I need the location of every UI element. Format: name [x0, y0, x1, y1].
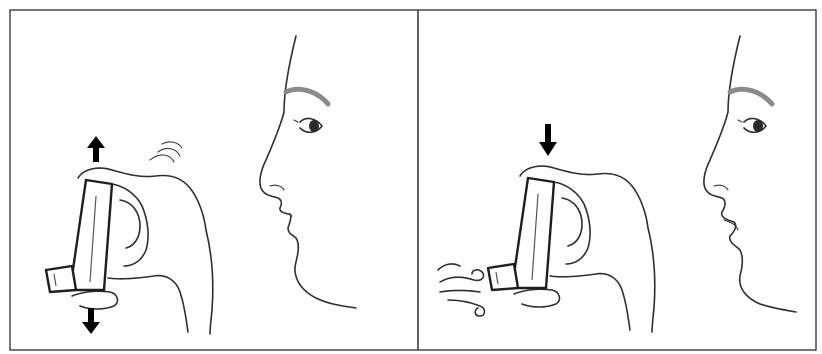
bottom-thumb: [72, 291, 117, 309]
face-profile: [704, 36, 796, 312]
inhaler-icon: [46, 180, 112, 292]
nostril: [714, 185, 728, 190]
finger-curl: [554, 182, 590, 264]
eyebrow: [286, 89, 328, 104]
finger-curl: [112, 184, 148, 266]
arrow-down-icon: [82, 308, 100, 334]
wrist: [206, 230, 213, 334]
arrow-up-icon: [87, 136, 105, 162]
face-profile: [260, 36, 356, 308]
face-outline: [704, 36, 796, 312]
figure-frame: [10, 10, 816, 350]
inhaler-mouthpiece: [46, 266, 76, 292]
panel-shake: [46, 36, 356, 334]
bottom-thumb: [514, 289, 559, 307]
index-finger: [562, 198, 582, 246]
index-finger: [120, 200, 140, 248]
eye-icon: [294, 119, 322, 133]
inhaler-icon: [488, 178, 554, 290]
nostril: [270, 185, 284, 190]
face-outline: [260, 36, 356, 308]
palm-lower: [550, 274, 630, 330]
inhaler-mouthpiece: [488, 264, 518, 290]
eyebrow: [730, 89, 772, 104]
palm-lower: [108, 276, 188, 332]
arrow-down-icon: [539, 124, 557, 156]
breath-icon: [438, 264, 485, 316]
motion-lines: [150, 142, 182, 162]
wrist: [648, 228, 655, 332]
panel-exhale: [438, 36, 796, 332]
eye-icon: [738, 119, 766, 133]
